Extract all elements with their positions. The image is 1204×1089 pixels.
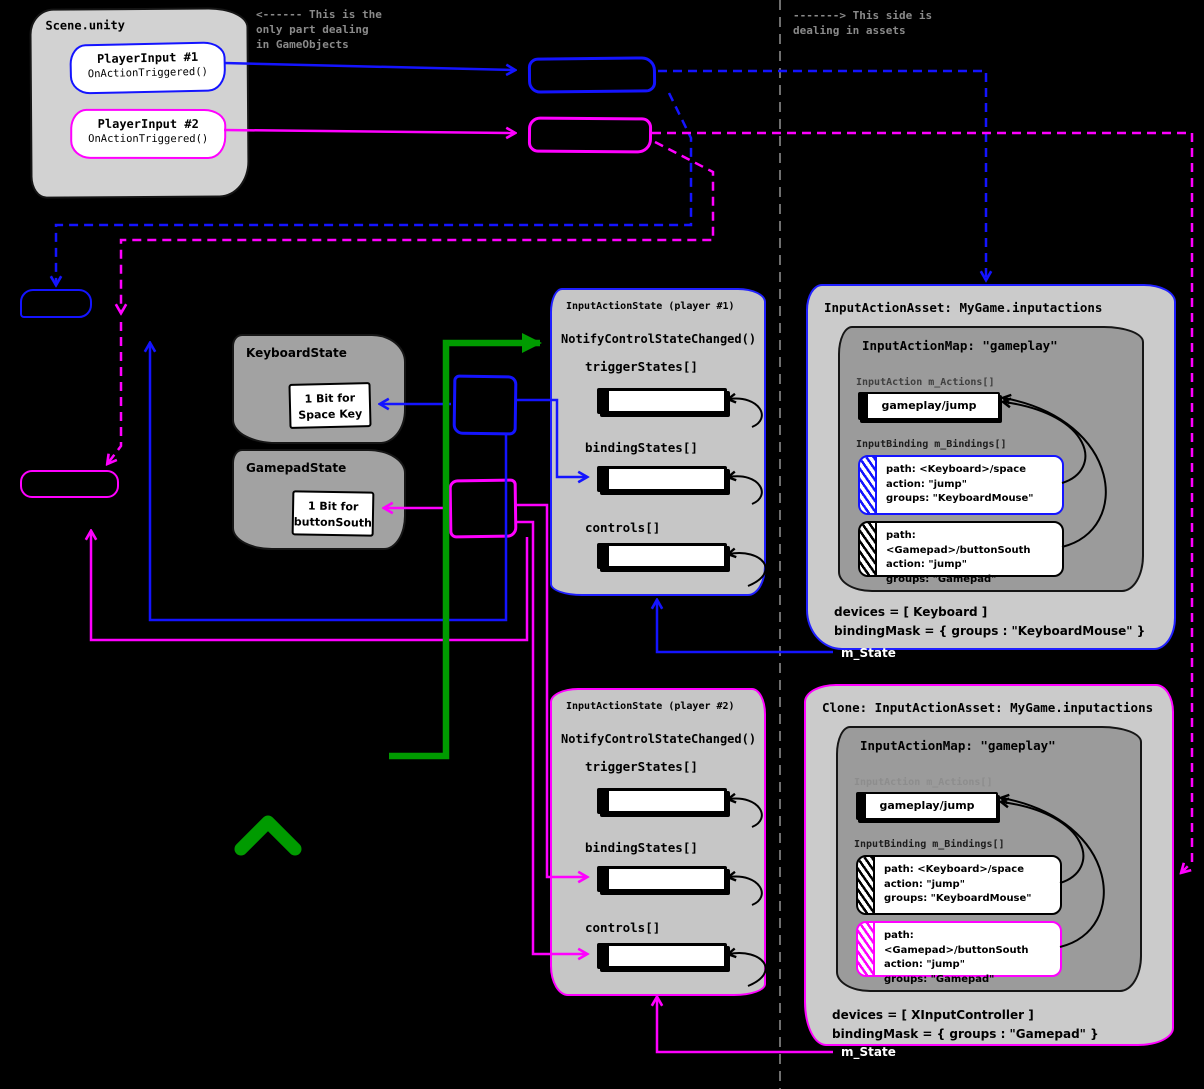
player-input-2-callback: OnActionTriggered() <box>88 132 209 146</box>
gamepad-state-group: GamepadState 1 Bit for buttonSouth <box>232 449 406 550</box>
player2-action-reference-box <box>527 116 653 154</box>
action-gameplay-jump: gameplay/jump <box>858 392 1000 420</box>
player1-action-reference-box <box>527 56 657 94</box>
gamepad-device-capsule <box>20 470 119 498</box>
state1-binding-states-bar <box>597 466 727 492</box>
clone-devices-line: devices = [ XInputController ] <box>832 1008 1034 1022</box>
gamepad-group-hatch-icon <box>860 523 877 575</box>
binding-gamepad-buttonsouth-text: path: <Gamepad>/buttonSouth action: "jum… <box>886 530 1031 585</box>
binding-keyboard-space-text: path: <Keyboard>/space action: "jump" gr… <box>886 464 1034 504</box>
asset-binding-mask-line: bindingMask = { groups : "KeyboardMouse"… <box>834 624 1146 638</box>
state2-title: InputActionState (player #2) <box>566 701 735 712</box>
space-key-control-box <box>452 374 518 436</box>
m-actions-label: InputAction m_Actions[] <box>856 377 995 388</box>
keyboard-state-group: KeyboardState 1 Bit for Space Key <box>232 334 406 444</box>
state2-controls-bar <box>597 943 727 969</box>
space-key-bit-box: 1 Bit for Space Key <box>288 382 372 429</box>
state2-binding-states-label: bindingStates[] <box>585 840 698 855</box>
m-bindings-label: InputBinding m_Bindings[] <box>856 439 1007 450</box>
clone-input-action-map: InputActionMap: "gameplay" InputAction m… <box>836 726 1142 992</box>
clone-binding-mask-line: bindingMask = { groups : "Gamepad" } <box>832 1027 1099 1041</box>
m-state-label-player1: m_State <box>841 646 896 660</box>
clone-keyboardmouse-group-hatch-icon <box>858 857 875 913</box>
state1-notify: NotifyControlStateChanged() <box>561 332 757 346</box>
clone-input-action-asset: Clone: InputActionAsset: MyGame.inputact… <box>804 684 1174 1046</box>
gamepad-state-title: GamepadState <box>246 461 347 475</box>
state2-trigger-states-label: triggerStates[] <box>585 759 698 774</box>
clone-map-title: InputActionMap: "gameplay" <box>860 738 1056 753</box>
state1-trigger-states-bar <box>597 388 727 414</box>
state1-controls-label: controls[] <box>585 520 661 535</box>
note-assets-side: -------> This side is dealing in assets <box>793 9 933 37</box>
state1-binding-states-label: bindingStates[] <box>585 440 698 455</box>
state1-controls-bar <box>597 543 727 569</box>
arrow-playerinput2-to-reference <box>223 130 514 133</box>
binding-gamepad-buttonsouth: path: <Gamepad>/buttonSouth action: "jum… <box>858 521 1064 585</box>
arrow-playerinput1-to-reference <box>223 61 514 70</box>
state1-trigger-states-label: triggerStates[] <box>585 359 698 374</box>
clone-binding-keyboard-space-text: path: <Keyboard>/space action: "jump" gr… <box>884 864 1032 904</box>
keyboard-state-title: KeyboardState <box>246 346 347 360</box>
up-chevron-icon <box>234 815 302 856</box>
state1-title: InputActionState (player #1) <box>566 301 735 312</box>
input-action-state-player1: InputActionState (player #1) NotifyContr… <box>550 288 766 596</box>
player-input-1-callback: OnActionTriggered() <box>87 65 209 81</box>
binding-keyboard-space: path: <Keyboard>/space action: "jump" gr… <box>858 455 1064 515</box>
map-title: InputActionMap: "gameplay" <box>862 338 1058 353</box>
button-south-bit-box: 1 Bit for buttonSouth <box>291 490 375 537</box>
button-south-control-box <box>448 478 518 539</box>
clone-asset-title: Clone: InputActionAsset: MyGame.inputact… <box>822 700 1154 715</box>
player-input-2: PlayerInput #2 OnActionTriggered() <box>70 108 227 160</box>
clone-binding-gamepad-buttonsouth: path: <Gamepad>/buttonSouth action: "jum… <box>856 921 1062 985</box>
clone-m-actions-label: InputAction m_Actions[] <box>854 777 993 788</box>
asset-devices-line: devices = [ Keyboard ] <box>834 605 988 619</box>
state2-trigger-states-bar <box>597 788 727 814</box>
state2-controls-label: controls[] <box>585 920 661 935</box>
clone-binding-gamepad-buttonsouth-text: path: <Gamepad>/buttonSouth action: "jum… <box>884 930 1029 985</box>
clone-gamepad-group-hatch-icon <box>858 923 875 975</box>
note-gameobjects-side: <------ This is the only part dealing in… <box>256 8 382 51</box>
clone-m-bindings-label: InputBinding m_Bindings[] <box>854 839 1005 850</box>
m-state-label-player2: m_State <box>841 1045 896 1059</box>
clone-action-gameplay-jump: gameplay/jump <box>856 792 998 820</box>
dashed-to-gamepad-device <box>108 322 123 463</box>
keyboardmouse-group-hatch-icon <box>860 457 877 513</box>
input-action-state-player2: InputActionState (player #2) NotifyContr… <box>550 688 766 996</box>
state2-binding-states-bar <box>597 866 727 892</box>
player-input-2-name: PlayerInput #2 <box>97 116 199 132</box>
input-action-asset: InputActionAsset: MyGame.inputactions In… <box>806 284 1176 650</box>
input-action-map: InputActionMap: "gameplay" InputAction m… <box>838 326 1144 592</box>
clone-binding-keyboard-space: path: <Keyboard>/space action: "jump" gr… <box>856 855 1062 915</box>
scene-title: Scene.unity <box>45 18 125 33</box>
dashed-reference1-to-asset <box>658 69 986 279</box>
keyboard-device-capsule <box>20 289 92 318</box>
player-input-1-name: PlayerInput #1 <box>96 49 199 67</box>
scene-unity-group: Scene.unity PlayerInput #1 OnActionTrigg… <box>29 7 250 199</box>
asset-title: InputActionAsset: MyGame.inputactions <box>824 300 1103 315</box>
state2-notify: NotifyControlStateChanged() <box>561 732 757 746</box>
player-input-1: PlayerInput #1 OnActionTriggered() <box>69 41 227 95</box>
